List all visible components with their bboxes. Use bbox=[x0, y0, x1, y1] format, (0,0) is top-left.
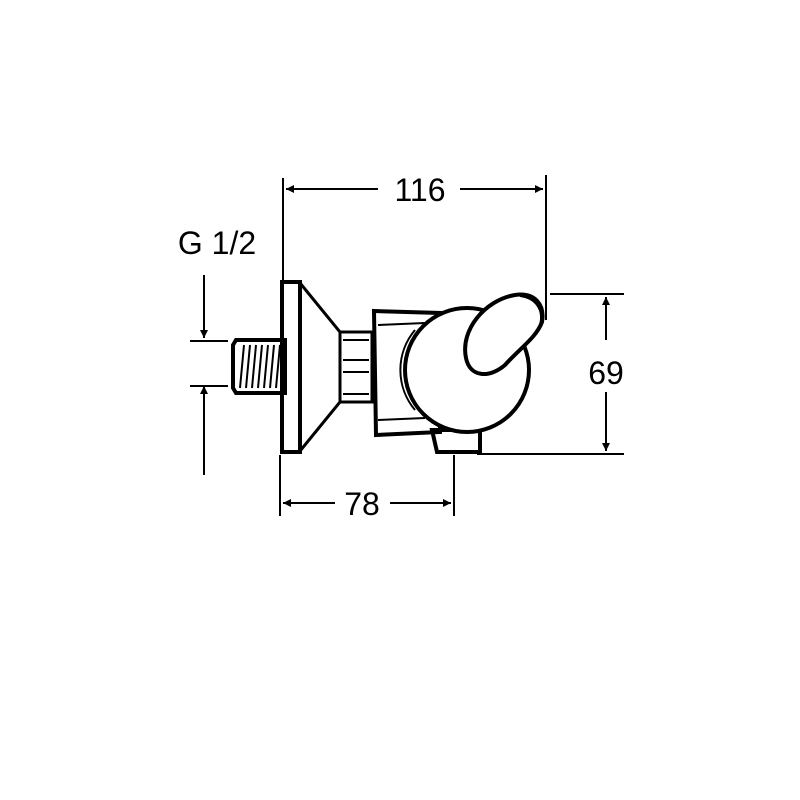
dimension-116: 116 bbox=[282, 172, 547, 320]
thread-label: G 1/2 bbox=[178, 225, 256, 261]
dimension-116-label: 116 bbox=[394, 172, 445, 208]
dimension-thread: G 1/2 bbox=[178, 225, 256, 475]
dimension-78: 78 bbox=[279, 455, 455, 522]
dimension-69-label: 69 bbox=[588, 355, 624, 391]
dimension-78-label: 78 bbox=[344, 486, 380, 522]
dimension-69: 69 bbox=[477, 293, 624, 455]
valve-body bbox=[231, 280, 545, 454]
